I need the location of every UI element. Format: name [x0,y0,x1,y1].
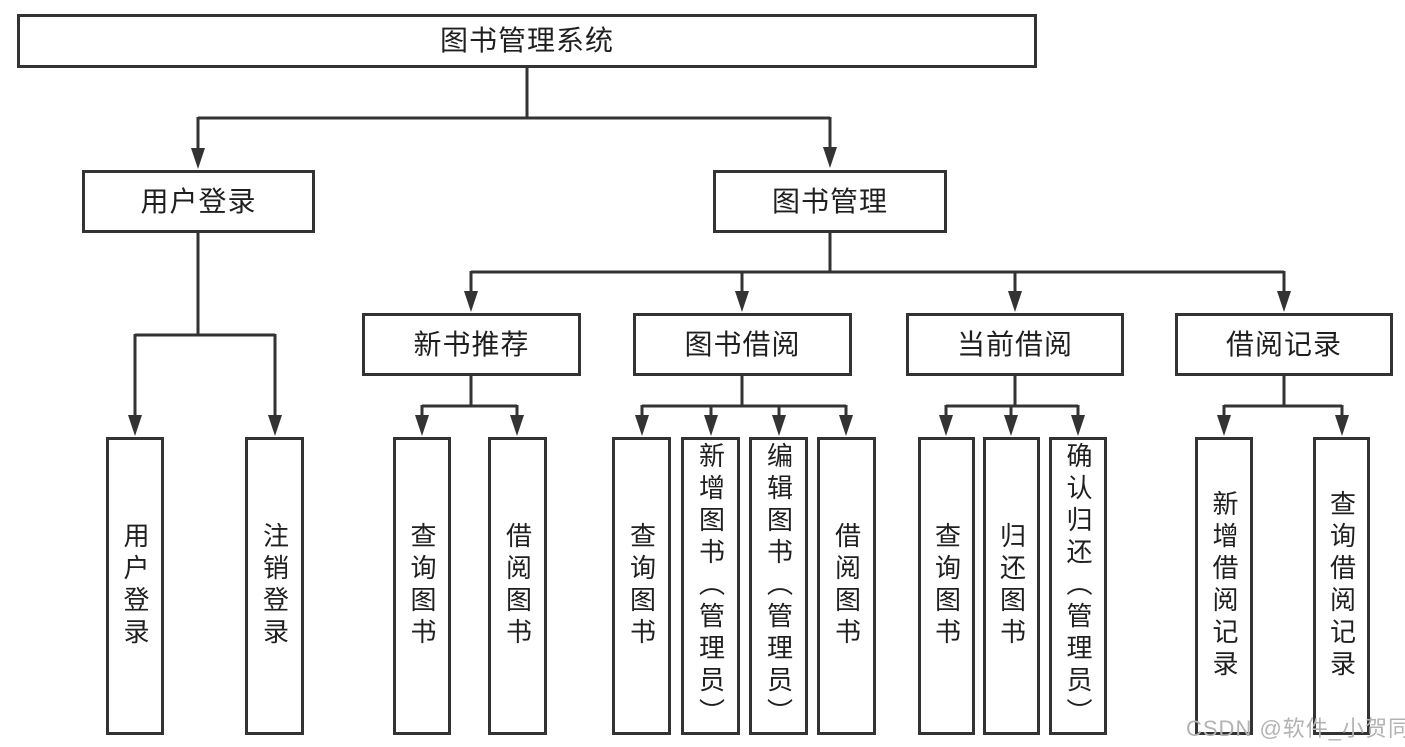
node-book-management: 图书管理 [713,170,947,233]
node-user-login-label: 用户登录 [140,185,257,217]
leaf-logout-label: 注销登录 [259,522,290,650]
node-book-management-label: 图书管理 [771,185,888,217]
leaf-current-query-books-label: 查询图书 [931,522,962,650]
node-book-borrow: 图书借阅 [633,313,852,376]
node-book-borrow-label: 图书借阅 [684,328,801,360]
leaf-current-return-books: 归还图书 [983,437,1040,735]
leaf-logout: 注销登录 [245,437,304,735]
leaf-recommend-query-books-label: 查询图书 [407,522,437,650]
leaf-records-query-borrow-record: 查询借阅记录 [1313,437,1370,735]
leaf-records-add-borrow-record: 新增借阅记录 [1195,437,1253,735]
leaf-borrow-edit-books-admin-label: 编辑图书（管理员） [763,442,794,730]
leaf-borrow-query-books-label: 查询图书 [626,522,657,650]
leaf-recommend-borrow-books-label: 借阅图书 [502,522,533,650]
node-new-book-recommend: 新书推荐 [362,313,581,376]
node-root-label: 图书管理系统 [439,25,614,56]
leaf-recommend-query-books: 查询图书 [393,437,451,735]
leaf-borrow-borrow-books-label: 借阅图书 [831,522,862,650]
leaf-borrow-edit-books-admin: 编辑图书（管理员） [749,437,808,735]
csdn-watermark: CSDN @软件_小贺同学 [1186,716,1405,741]
leaf-user-login: 用户登录 [106,437,164,735]
arrowheads [128,147,1349,436]
leaf-current-confirm-return-admin: 确认归还（管理员） [1049,437,1107,735]
leaf-current-confirm-return-admin-label: 确认归还（管理员） [1063,442,1093,730]
leaf-borrow-add-books-admin-label: 新增图书（管理员） [695,442,726,730]
node-borrow-records: 借阅记录 [1175,313,1393,376]
leaf-borrow-query-books: 查询图书 [612,437,671,735]
node-borrow-records-label: 借阅记录 [1225,328,1342,360]
node-user-login: 用户登录 [82,170,315,233]
leaf-borrow-borrow-books: 借阅图书 [817,437,876,735]
leaf-current-return-books-label: 归还图书 [996,522,1027,650]
leaf-recommend-borrow-books: 借阅图书 [488,437,547,735]
leaf-records-add-borrow-record-label: 新增借阅记录 [1209,490,1239,682]
node-current-borrow-label: 当前借阅 [956,328,1073,360]
leaf-records-query-borrow-record-label: 查询借阅记录 [1326,490,1357,682]
leaf-current-query-books: 查询图书 [918,437,975,735]
leaf-borrow-add-books-admin: 新增图书（管理员） [681,437,740,735]
node-root-system: 图书管理系统 [17,14,1037,68]
node-new-book-recommend-label: 新书推荐 [413,328,530,360]
leaf-user-login-label: 用户登录 [120,522,150,650]
node-current-borrow: 当前借阅 [906,313,1124,376]
